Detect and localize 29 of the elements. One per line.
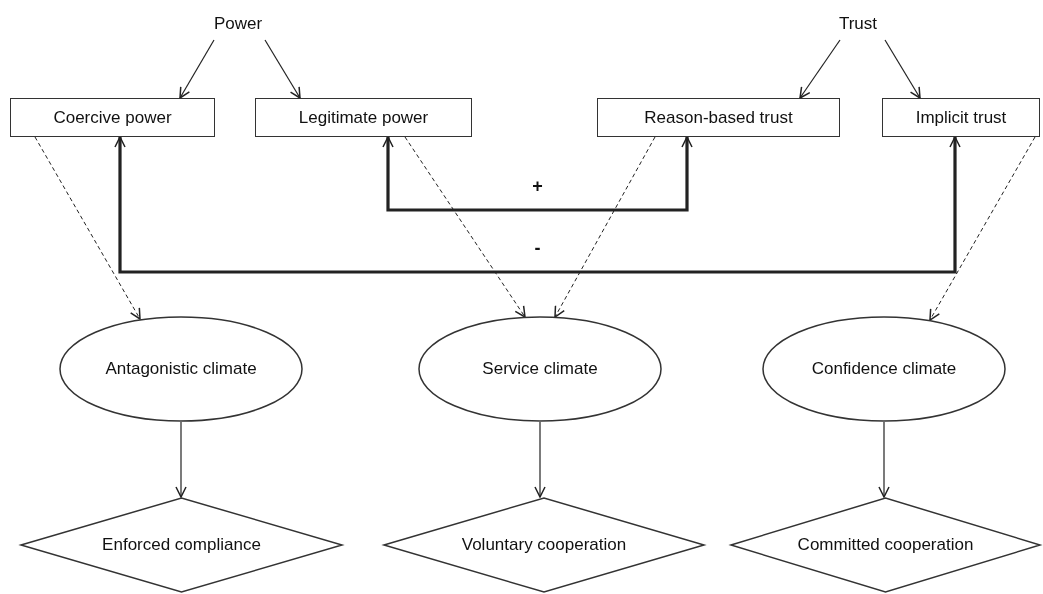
node-label: Coercive power	[53, 107, 172, 128]
node-label: Committed cooperation	[797, 535, 974, 555]
node-label: Antagonistic climate	[105, 359, 257, 379]
node-label: Enforced compliance	[102, 535, 261, 555]
arrow	[264, 39, 301, 99]
arrow	[175, 421, 187, 498]
concept-box	[597, 98, 840, 137]
concept-box	[882, 98, 1040, 137]
arrow	[799, 39, 841, 99]
dashed-arrow	[34, 136, 141, 320]
arrow	[179, 39, 215, 99]
node-label: Confidence climate	[811, 359, 957, 379]
arrow	[878, 421, 890, 498]
concept-heading: Trust	[838, 14, 878, 34]
node-label: Service climate	[482, 359, 598, 379]
double-headed-connector	[114, 136, 961, 274]
dashed-arrow	[554, 136, 656, 318]
arrow	[884, 39, 921, 99]
concept-box	[10, 98, 215, 137]
node-label: Reason-based trust	[644, 107, 793, 128]
dashed-arrow	[929, 136, 1036, 321]
double-headed-connector	[382, 136, 693, 212]
concept-box	[255, 98, 472, 137]
node-label: Voluntary cooperation	[461, 535, 627, 555]
concept-heading: Power	[213, 14, 263, 34]
node-label: Implicit trust	[915, 107, 1007, 128]
arrow	[534, 421, 546, 498]
node-label: Legitimate power	[298, 107, 429, 128]
dashed-arrow	[404, 136, 526, 318]
